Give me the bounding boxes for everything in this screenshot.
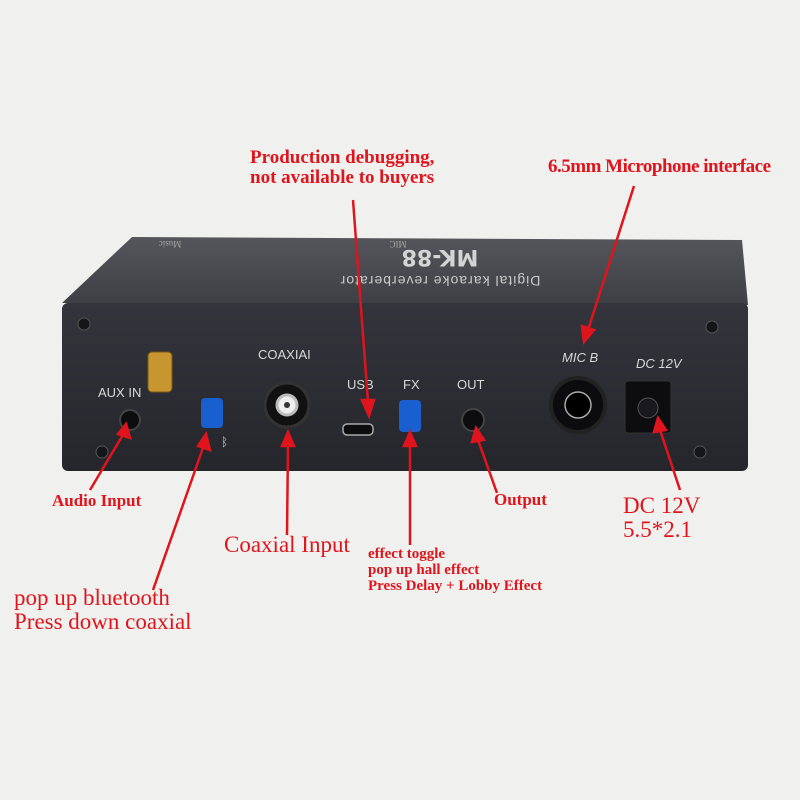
bluetooth-button[interactable] <box>201 398 223 428</box>
annotation-coaxial: Coaxial Input <box>224 532 350 557</box>
annotation-line: 5.5*2.1 <box>623 517 692 543</box>
annotation-bluetooth: pop up bluetooth Press down coaxial <box>14 585 192 635</box>
annotation-line: Press Delay + Lobby Effect <box>368 577 543 594</box>
annotation-mic: 6.5mm Microphone interface <box>548 156 771 177</box>
bluetooth-icon: ᛒ <box>221 435 228 449</box>
device-model: MK-88 <box>402 244 479 269</box>
usb-port <box>342 423 374 436</box>
label-fx: FX <box>403 377 420 392</box>
label-aux-in: AUX IN <box>98 385 141 400</box>
annotation-line: Press down coaxial <box>14 609 192 635</box>
annotation-line: pop up hall effect <box>368 561 480 578</box>
annotation-line: Production debugging, <box>250 147 435 168</box>
annotation-line: effect toggle <box>368 546 446 562</box>
arrow-coaxial <box>285 443 290 536</box>
annotation-fx: effect toggle pop up hall effect Press D… <box>368 546 543 594</box>
top-label-music: Music <box>159 239 182 249</box>
label-mic-b: MIC B <box>562 350 598 365</box>
label-coaxial: COAXIAI <box>258 347 311 362</box>
label-usb: USB <box>347 377 374 392</box>
annotation-dc: DC 12V 5.5*2.1 <box>623 493 701 543</box>
arrow-bluetooth <box>151 444 206 591</box>
annotation-line: not available to buyers <box>250 166 435 188</box>
screw-icon <box>705 320 719 334</box>
antenna-connector <box>147 351 173 393</box>
annotation-usb: Production debugging, not available to b… <box>250 148 434 188</box>
screw-icon <box>95 445 109 459</box>
arrow-audio <box>88 432 126 491</box>
screw-icon <box>693 445 707 459</box>
arrow-mic <box>586 185 636 331</box>
label-dc: DC 12V <box>636 356 683 371</box>
top-label-mic: MIC <box>389 239 406 249</box>
arrow-dc <box>658 429 682 491</box>
arrow-usb <box>351 199 370 403</box>
annotation-output: Output <box>494 490 547 509</box>
screw-icon <box>77 317 91 331</box>
annotation-line: DC 12V <box>623 493 701 518</box>
label-out: OUT <box>457 377 485 392</box>
device-top-face <box>62 237 748 305</box>
annotation-audio-input: Audio Input <box>52 491 142 510</box>
fx-button[interactable] <box>399 400 421 432</box>
device-subtitle: Digital karaoke reverberator <box>340 273 541 289</box>
arrow-output <box>476 439 499 494</box>
annotation-line: pop up bluetooth <box>14 585 170 610</box>
out-jack <box>461 408 485 432</box>
